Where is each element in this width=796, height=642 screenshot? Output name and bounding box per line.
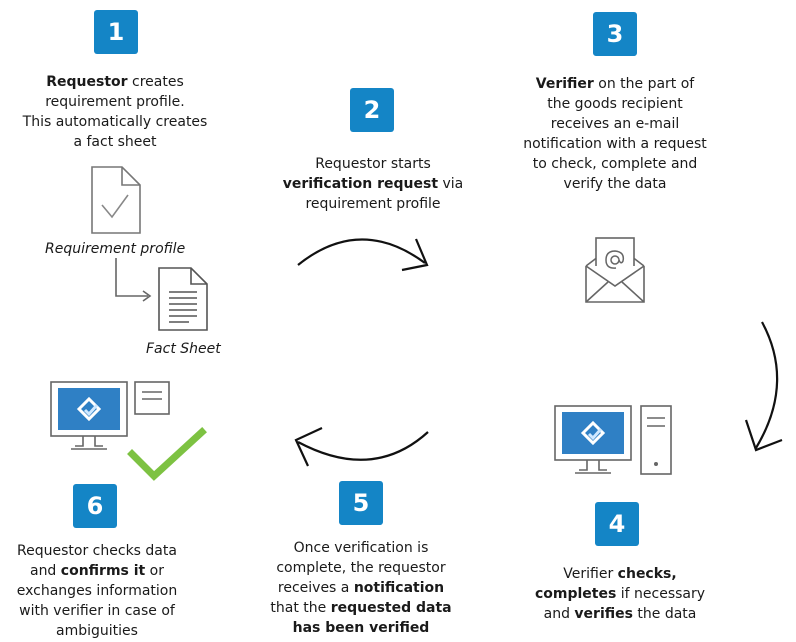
requirement-profile-document-icon bbox=[91, 166, 141, 234]
requirement-profile-caption: Requirement profile bbox=[45, 241, 186, 257]
bold-text: completes bbox=[534, 586, 617, 602]
step-text-line: verification request via bbox=[262, 174, 484, 194]
step-2-badge: 2 bbox=[350, 88, 394, 132]
step-text-line: and verifies the data bbox=[510, 604, 730, 624]
step-text-line: that the requested data bbox=[255, 598, 467, 618]
text: Requestor checks data bbox=[17, 543, 177, 559]
step-text-line: notification with a request bbox=[505, 134, 725, 154]
email-envelope-icon bbox=[585, 237, 645, 303]
flow-arrow-step2-to-step3 bbox=[297, 238, 429, 272]
desktop-computer-icon bbox=[50, 381, 170, 450]
text: Requestor starts bbox=[315, 156, 431, 172]
connector-arrow bbox=[115, 258, 152, 302]
step-text-line: the goods recipient bbox=[505, 94, 725, 114]
bold-text: Verifier bbox=[535, 76, 594, 92]
step-6-badge: 6 bbox=[73, 484, 117, 528]
step-text-line: Once verification is bbox=[255, 538, 467, 558]
green-check-icon bbox=[127, 427, 207, 481]
text: Verifier bbox=[563, 566, 618, 582]
step-2-description: Requestor starts verification request via… bbox=[262, 154, 484, 214]
step-text-line: Requestor checks data bbox=[3, 541, 191, 561]
fact-sheet-document-icon bbox=[158, 267, 208, 331]
flow-arrow-step3-to-step4 bbox=[744, 321, 783, 452]
text: requirement profile. bbox=[45, 94, 185, 110]
text: complete, the requestor bbox=[276, 560, 446, 576]
step-text-line: completes if necessary bbox=[510, 584, 730, 604]
step-text-line: with verifier in case of bbox=[3, 601, 191, 621]
step-5-badge: 5 bbox=[339, 481, 383, 525]
text: requirement profile bbox=[305, 196, 441, 212]
step-text-line: and confirms it or bbox=[3, 561, 191, 581]
bold-text: requested data bbox=[330, 600, 452, 616]
step-1-badge: 1 bbox=[94, 10, 138, 54]
step-text-line: a fact sheet bbox=[10, 132, 220, 152]
bold-text: Requestor bbox=[46, 74, 128, 90]
text: the goods recipient bbox=[547, 96, 683, 112]
text: notification with a request bbox=[523, 136, 707, 152]
bold-text: notification bbox=[353, 580, 445, 596]
text: receives an e-mail bbox=[550, 116, 680, 132]
text: or bbox=[145, 563, 165, 579]
step-text-line: receives a notification bbox=[255, 578, 467, 598]
flow-arrow-step5-to-step6 bbox=[294, 427, 429, 467]
bold-text: has been verified bbox=[292, 620, 430, 636]
step-5-description: Once verification is complete, the reques… bbox=[255, 538, 467, 638]
step-text-line: requirement profile bbox=[262, 194, 484, 214]
step-text-line: Requestor creates bbox=[10, 72, 220, 92]
text: exchanges information bbox=[16, 583, 178, 599]
text: and bbox=[543, 606, 575, 622]
step-text-line: ambiguities bbox=[3, 621, 191, 641]
step-text-line: exchanges information bbox=[3, 581, 191, 601]
step-text-line: verify the data bbox=[505, 174, 725, 194]
text: if necessary bbox=[616, 586, 706, 602]
bold-text: verifies bbox=[574, 606, 633, 622]
text: with verifier in case of bbox=[19, 603, 175, 619]
bold-text: confirms it bbox=[60, 563, 146, 579]
step-text-line: to check, complete and bbox=[505, 154, 725, 174]
step-text-line: Verifier on the part of bbox=[505, 74, 725, 94]
text: on the part of bbox=[593, 76, 695, 92]
text: that the bbox=[270, 600, 331, 616]
step-6-description: Requestor checks data and confirms it or e… bbox=[3, 541, 191, 641]
text: to check, complete and bbox=[532, 156, 698, 172]
text: a fact sheet bbox=[73, 134, 157, 150]
text: Once verification is bbox=[293, 540, 429, 556]
step-text-line: receives an e-mail bbox=[505, 114, 725, 134]
step-3-badge: 3 bbox=[593, 12, 637, 56]
bold-text: checks, bbox=[617, 566, 677, 582]
step-1-description: Requestor creates requirement profile. Thi… bbox=[10, 72, 220, 152]
text: ambiguities bbox=[56, 623, 138, 639]
text: via bbox=[438, 176, 464, 192]
text: creates bbox=[127, 74, 184, 90]
step-text-line: Verifier checks, bbox=[510, 564, 730, 584]
text: the data bbox=[632, 606, 697, 622]
fact-sheet-caption: Fact Sheet bbox=[146, 341, 221, 357]
step-text-line: requirement profile. bbox=[10, 92, 220, 112]
text: This automatically creates bbox=[22, 114, 208, 130]
bold-text: verification request bbox=[282, 176, 439, 192]
text: and bbox=[29, 563, 61, 579]
step-text-line: has been verified bbox=[255, 618, 467, 638]
step-text-line: Requestor starts bbox=[262, 154, 484, 174]
desktop-computer-icon bbox=[554, 405, 672, 475]
step-4-badge: 4 bbox=[595, 502, 639, 546]
text: verify the data bbox=[563, 176, 667, 192]
step-text-line: This automatically creates bbox=[10, 112, 220, 132]
step-text-line: complete, the requestor bbox=[255, 558, 467, 578]
step-3-description: Verifier on the part of the goods recipie… bbox=[505, 74, 725, 194]
text: receives a bbox=[277, 580, 354, 596]
